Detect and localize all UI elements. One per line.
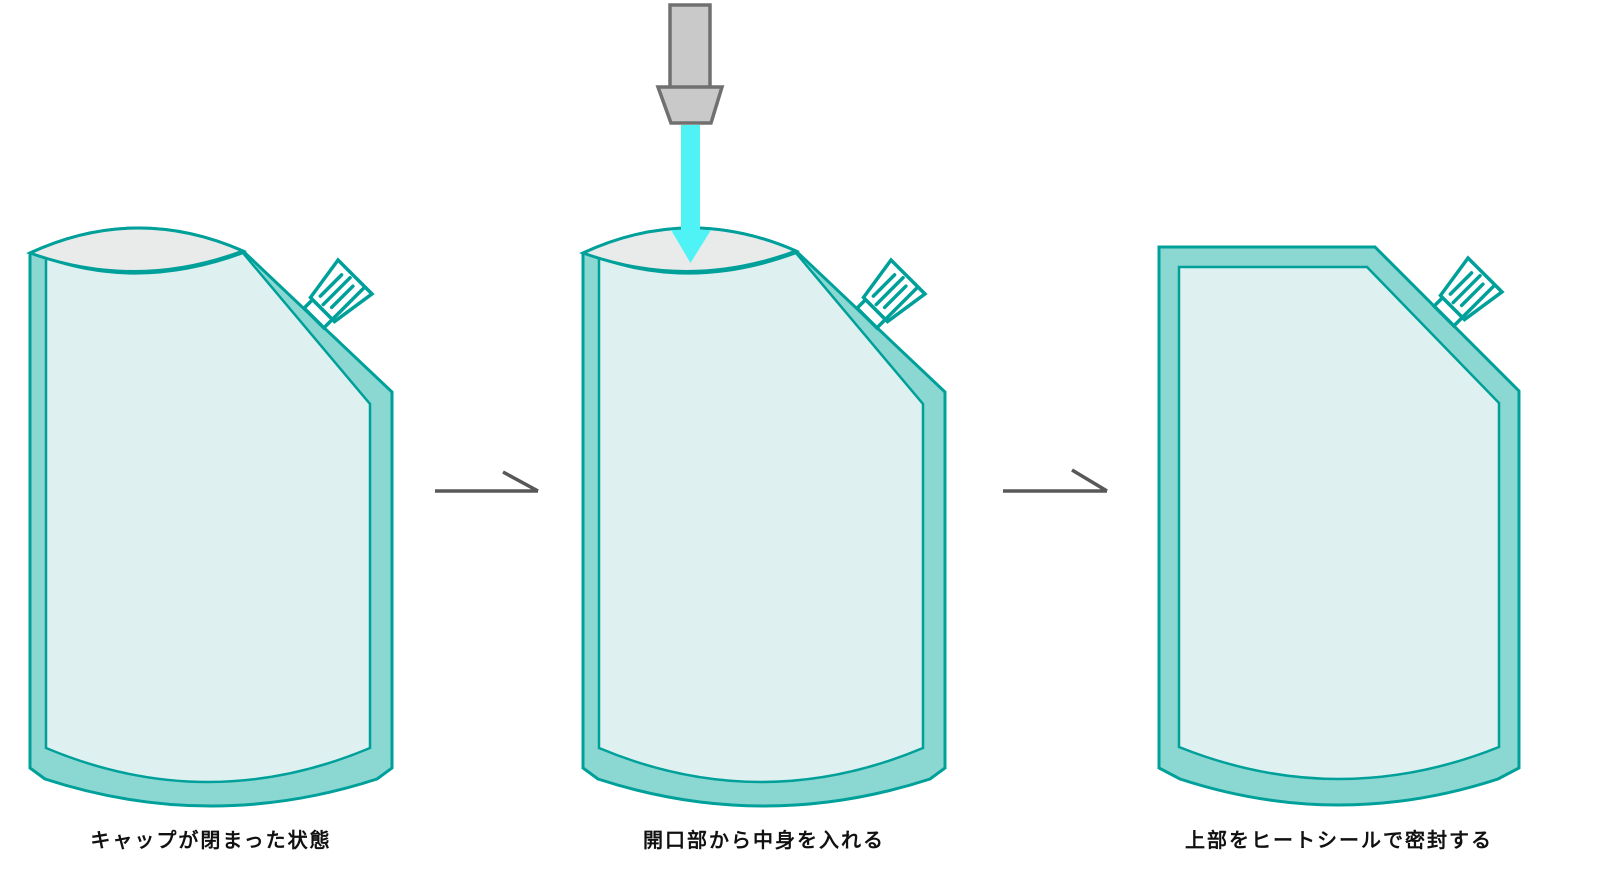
pouch-front-panel — [1177, 265, 1501, 781]
fill-nozzle-shaft — [668, 3, 712, 90]
fill-nozzle-tip — [655, 85, 725, 125]
step2-pouch — [583, 228, 945, 806]
fill-nozzle-icon — [655, 3, 725, 125]
step2-caption: 開口部から中身を入れる — [643, 828, 885, 852]
step3-caption: 上部をヒートシールで密封する — [1185, 828, 1493, 852]
step1-pouch — [30, 228, 392, 806]
step1-caption: キャップが閉まった状態 — [90, 828, 332, 852]
fill-arrow-down-icon — [671, 125, 711, 263]
step3-sealed-pouch — [1157, 245, 1521, 807]
step-arrow-right-icon — [435, 470, 539, 493]
step-arrow-right-icon — [1003, 468, 1108, 493]
